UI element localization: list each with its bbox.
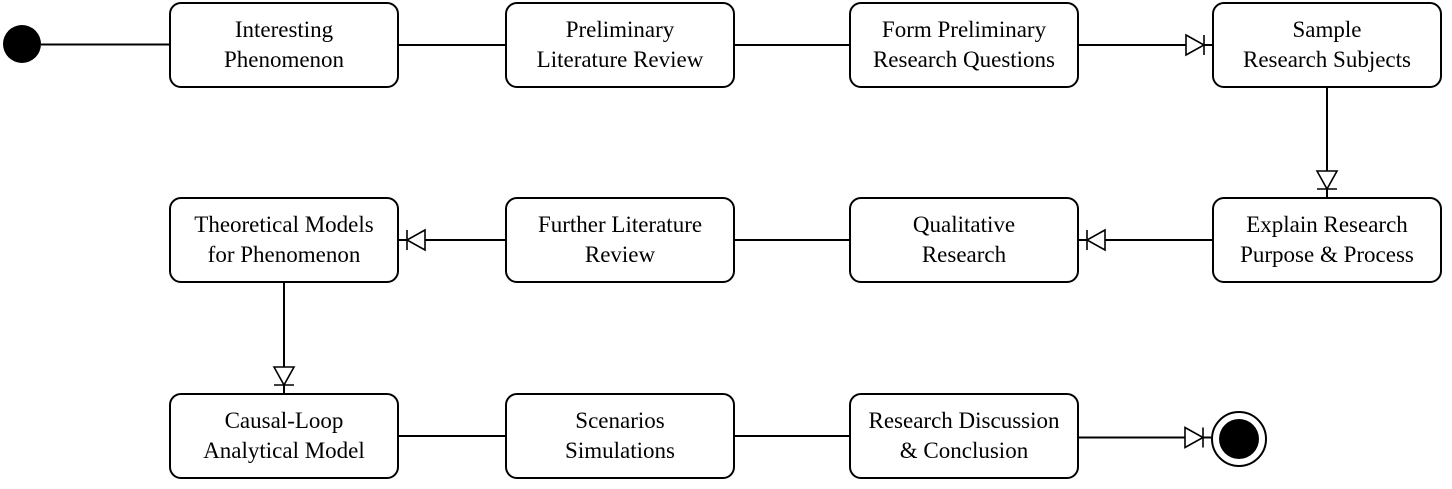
node-label-line: Phenomenon: [223, 47, 345, 72]
end-node-core: [1219, 419, 1259, 459]
node-label-line: Form Preliminary: [881, 17, 1047, 42]
node-label-line: Research Subjects: [1243, 47, 1411, 72]
node-research-discussion-conclusion: Research Discussion & Conclusion: [849, 393, 1079, 479]
node-label-line: Further Literature: [537, 212, 703, 237]
arrowhead-icon: [1185, 33, 1206, 57]
arrowhead-icon: [1184, 426, 1205, 449]
node-sample-research-subjects: Sample Research Subjects: [1212, 2, 1442, 88]
node-preliminary-literature-review: Preliminary Literature Review: [505, 2, 735, 88]
node-form-preliminary-research-questions: Form Preliminary Research Questions: [849, 2, 1079, 88]
node-label-line: Preliminary: [565, 17, 675, 42]
node-label-line: Purpose & Process: [1240, 242, 1414, 267]
node-interesting-phenomenon: Interesting Phenomenon: [169, 2, 399, 88]
node-label-line: Explain Research: [1246, 212, 1408, 237]
node-further-literature-review: Further Literature Review: [505, 197, 735, 283]
node-label-line: Sample: [1292, 17, 1362, 42]
node-label-line: Simulations: [565, 438, 675, 463]
node-causal-loop-analytical-model: Causal-Loop Analytical Model: [169, 393, 399, 479]
node-label-line: Interesting: [234, 17, 334, 42]
arrowhead-icon: [272, 366, 296, 387]
node-label-line: Research: [921, 242, 1007, 267]
node-label-line: & Conclusion: [899, 438, 1029, 463]
node-qualitative-research: Qualitative Research: [849, 197, 1079, 283]
node-label-line: for Phenomenon: [207, 242, 361, 267]
node-label-line: Review: [584, 242, 656, 267]
end-node: [1211, 411, 1267, 467]
node-label-line: Scenarios: [575, 408, 665, 433]
node-label-line: Literature Review: [536, 47, 704, 72]
node-explain-research-purpose-process: Explain Research Purpose & Process: [1212, 197, 1442, 283]
start-node: [3, 25, 41, 63]
node-label-line: Analytical Model: [203, 438, 365, 463]
arrowhead-icon: [405, 228, 426, 252]
node-theoretical-models-for-phenomenon: Theoretical Models for Phenomenon: [169, 197, 399, 283]
node-label-line: Qualitative: [912, 212, 1016, 237]
arrowhead-icon: [1315, 170, 1339, 191]
node-label-line: Research Discussion: [868, 408, 1060, 433]
node-label-line: Causal-Loop: [224, 408, 344, 433]
arrowhead-icon: [1085, 228, 1106, 252]
node-label-line: Theoretical Models: [194, 212, 374, 237]
node-scenarios-simulations: Scenarios Simulations: [505, 393, 735, 479]
node-label-line: Research Questions: [872, 47, 1056, 72]
